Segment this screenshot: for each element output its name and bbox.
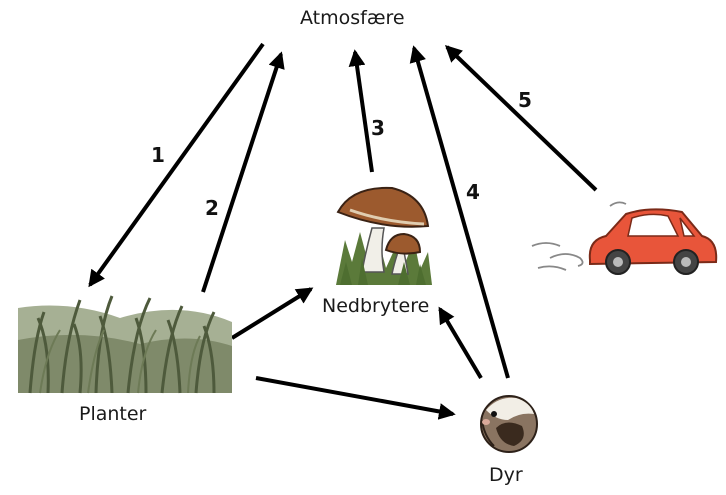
- guinea-pig-icon: [480, 395, 538, 453]
- arrow-3-decomposers-to-atmosphere: [348, 49, 374, 173]
- arrow-4-animals-to-atmosphere: [409, 45, 510, 379]
- arrow-3-number: 3: [371, 116, 385, 140]
- car-icon: [531, 201, 718, 275]
- arrow-2-plants-to-atmosphere: [201, 51, 285, 293]
- arrows: [88, 42, 598, 420]
- arrow-plants-to-decomposers: [230, 287, 314, 340]
- arrow-1-number: 1: [151, 143, 165, 167]
- mushroom-icon: [336, 186, 432, 285]
- arrow-2-number: 2: [205, 196, 219, 220]
- arrow-plants-to-animals: [255, 376, 456, 420]
- atmosphere-label: Atmosfære: [300, 7, 405, 29]
- animals-label: Dyr: [489, 464, 523, 486]
- plants-label: Planter: [79, 403, 147, 425]
- arrow-5-car-to-atmosphere: [444, 45, 598, 192]
- arrow-animals-to-decomposers: [438, 306, 483, 380]
- decomposers-label: Nedbrytere: [322, 295, 430, 317]
- arrow-4-number: 4: [466, 180, 480, 204]
- arrow-5-number: 5: [518, 88, 532, 112]
- arrow-1-atmosphere-to-plants: [88, 42, 265, 288]
- grass-icon: [18, 295, 232, 394]
